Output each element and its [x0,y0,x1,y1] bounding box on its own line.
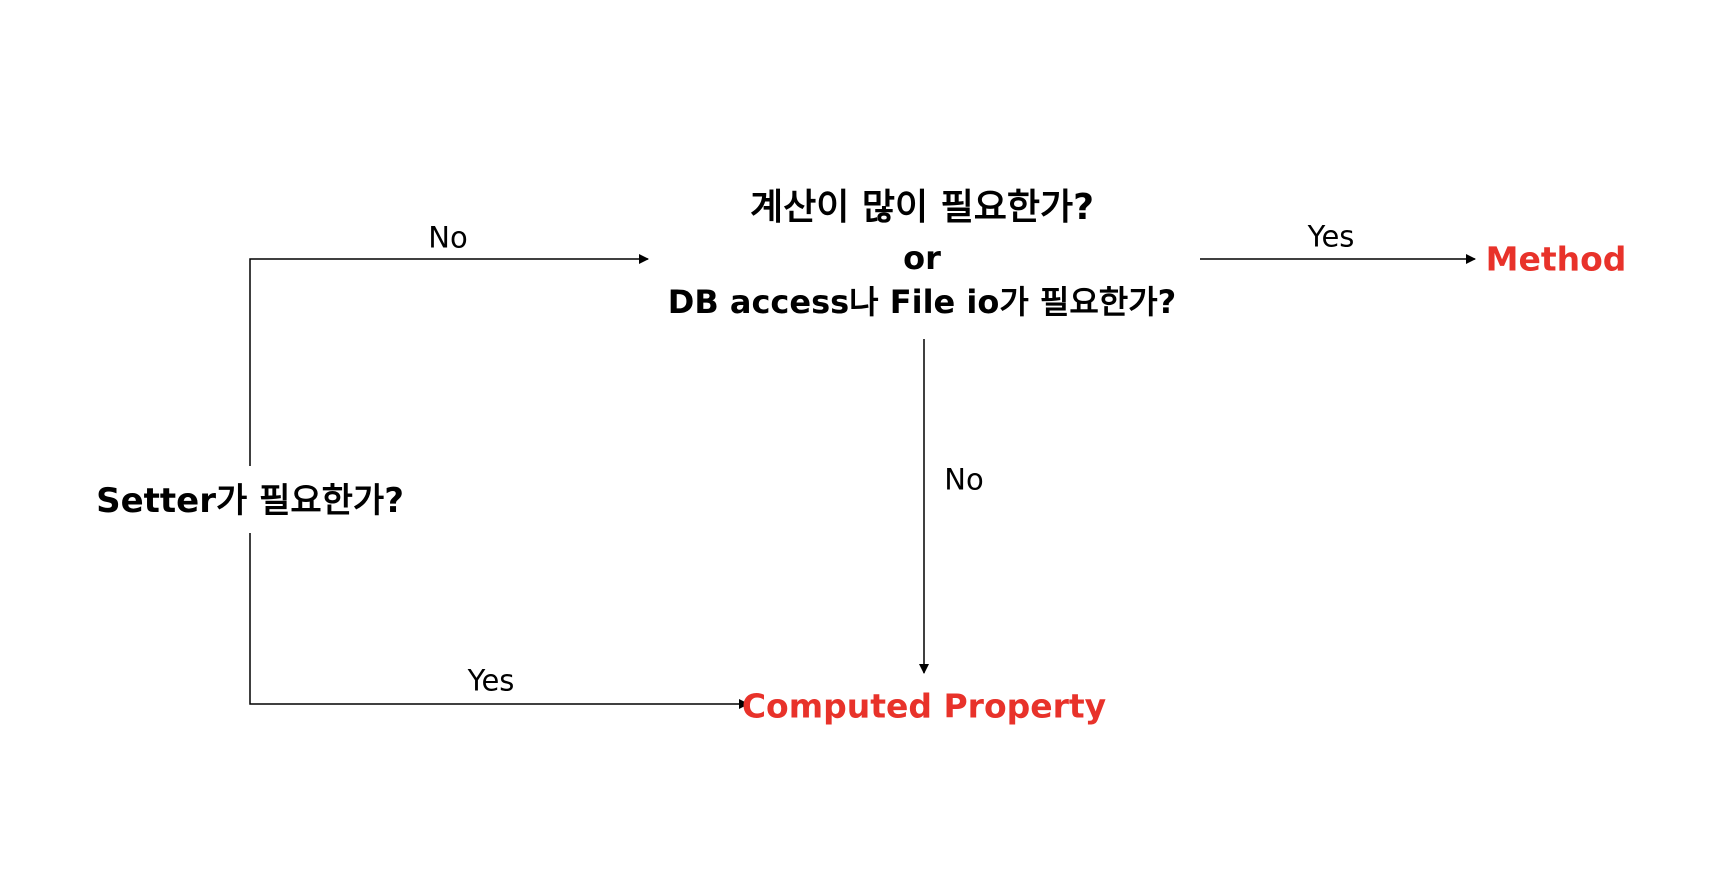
main-question-node: 계산이 많이 필요한가? or DB access나 File io가 필요한가… [667,187,1177,321]
edge-label-setter-yes: Yes [467,663,515,698]
main-question-line-3: DB access나 File io가 필요한가? [667,283,1177,321]
main-question-line-1: 계산이 많이 필요한가? [749,187,1095,228]
edge-label-main-no: No [944,462,984,497]
edge-label-main-yes: Yes [1307,219,1355,254]
edge-setter-yes [249,533,749,709]
method-result-node: Method [1485,239,1627,279]
edge-label-setter-no: No [428,220,468,255]
edge-setter-no [249,254,649,466]
main-question-line-2: or [903,239,941,277]
setter-question-node: Setter가 필요한가? [96,481,404,521]
computed-property-result-node: Computed Property [741,686,1107,726]
